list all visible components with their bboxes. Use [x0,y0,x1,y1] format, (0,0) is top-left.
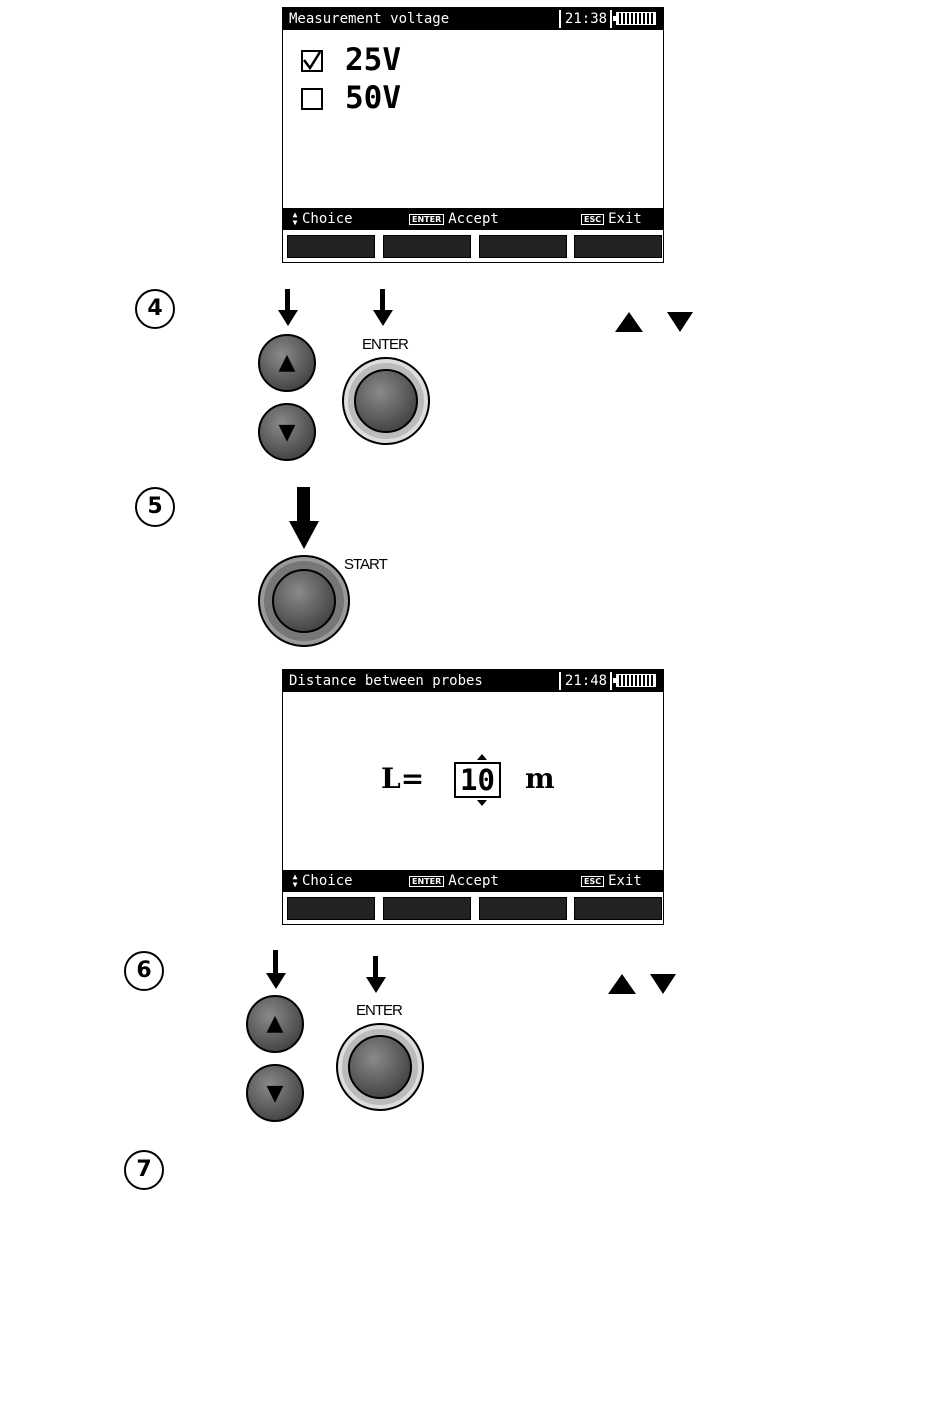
status-exit: Exit [608,211,642,227]
value-down-arrow-icon[interactable] [477,800,487,806]
value-up-arrow-icon[interactable] [477,754,487,760]
softkey-row [283,892,663,924]
status-bar: ▲▼Choice ENTER Accept ESC Exit [283,208,663,230]
screen-title: Measurement voltage [289,8,449,30]
enter-label: ENTER [356,1002,402,1019]
down-triangle-icon: ▼ [260,405,314,459]
press-arrow [273,950,278,974]
softkey-4[interactable] [574,897,662,920]
arrow-down-icon [366,977,386,993]
arrow-down-icon [373,310,393,326]
enter-label: ENTER [362,336,408,353]
screen-distance-between-probes: Distance between probes 21:48 L= 10 m ▲▼… [282,669,664,925]
up-down-arrow-icon: ▲▼ [291,211,299,227]
status-accept: Accept [448,873,499,889]
option-50v[interactable]: 50V [345,80,401,116]
esc-key-icon: ESC [581,876,604,887]
battery-icon [616,12,656,25]
title-bar: Measurement voltage 21:38 [283,8,663,30]
step-number-4: 4 [135,289,175,329]
option-25v[interactable]: 25V [345,42,401,78]
step-number-7: 7 [124,1150,164,1190]
softkey-2[interactable] [383,897,471,920]
down-triangle-icon [667,312,693,332]
softkey-3[interactable] [479,897,567,920]
softkey-2[interactable] [383,235,471,258]
arrow-down-icon [266,973,286,989]
battery-icon [616,674,656,687]
softkey-3[interactable] [479,235,567,258]
status-choice: Choice [302,873,353,889]
down-triangle-icon: ▼ [248,1066,302,1120]
up-triangle-icon [608,974,636,994]
press-arrow [285,289,290,311]
softkey-row [283,230,663,262]
up-down-arrow-icon: ▲▼ [291,873,299,889]
param-label: L= [381,762,424,795]
press-arrow [373,956,378,978]
unit-label: m [525,762,555,795]
step-number-5: 5 [135,487,175,527]
softkey-4[interactable] [574,235,662,258]
softkey-1[interactable] [287,235,375,258]
down-button[interactable]: ▼ [258,403,316,461]
step-number-6: 6 [124,951,164,991]
enter-key-icon: ENTER [409,876,444,887]
up-button[interactable]: ▲ [258,334,316,392]
enter-button[interactable] [348,1035,412,1099]
screen-measurement-voltage: Measurement voltage 21:38 25V 50V ▲▼Choi… [282,7,664,263]
down-triangle-icon [650,974,676,994]
screen-title: Distance between probes [289,670,483,692]
up-triangle-icon: ▲ [260,336,314,390]
press-arrow [380,289,385,311]
start-label: START [344,556,387,573]
status-accept: Accept [448,211,499,227]
checkbox-icon[interactable] [301,88,323,110]
press-arrow [297,487,310,523]
esc-key-icon: ESC [581,214,604,225]
arrow-down-icon [278,310,298,326]
up-triangle-icon: ▲ [248,997,302,1051]
down-button[interactable]: ▼ [246,1064,304,1122]
checkbox-icon[interactable] [301,50,323,72]
arrow-down-icon [289,521,319,549]
status-exit: Exit [608,873,642,889]
distance-value-field[interactable]: 10 [454,762,501,798]
enter-button[interactable] [354,369,418,433]
clock: 21:48 [562,670,610,692]
clock: 21:38 [562,8,610,30]
start-button[interactable] [272,569,336,633]
enter-key-icon: ENTER [409,214,444,225]
status-bar: ▲▼Choice ENTER Accept ESC Exit [283,870,663,892]
title-bar: Distance between probes 21:48 [283,670,663,692]
up-triangle-icon [615,312,643,332]
up-button[interactable]: ▲ [246,995,304,1053]
softkey-1[interactable] [287,897,375,920]
status-choice: Choice [302,211,353,227]
